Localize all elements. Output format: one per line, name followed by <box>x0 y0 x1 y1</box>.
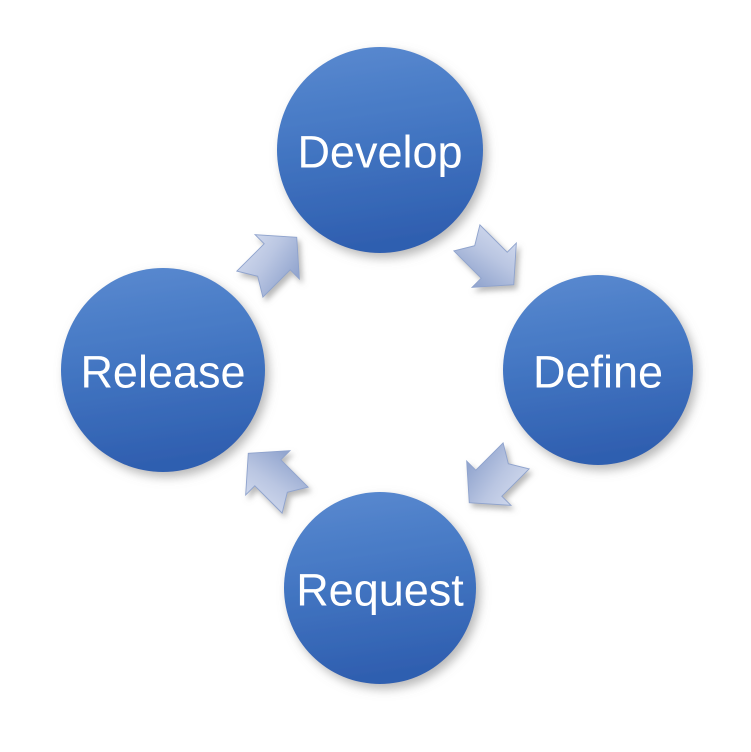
cycle-node-release[interactable]: Release <box>61 268 265 472</box>
cycle-node-release-label: Release <box>80 347 245 398</box>
arrow-down-left-icon <box>446 433 539 526</box>
arrow-define-to-request <box>446 433 539 526</box>
cycle-node-define-label: Define <box>533 347 663 398</box>
cycle-node-request-circle[interactable] <box>284 492 476 684</box>
cycle-node-develop-label: Develop <box>297 127 462 178</box>
cycle-node-request[interactable]: Request <box>284 492 476 684</box>
node-group: Develop Define Request Release <box>61 47 693 684</box>
cycle-node-request-label: Request <box>296 565 464 616</box>
arrow-develop-to-define <box>444 215 537 308</box>
cycle-node-develop[interactable]: Develop <box>277 47 483 253</box>
cycle-node-define-circle[interactable] <box>503 275 693 465</box>
arrow-release-to-develop <box>227 214 320 307</box>
arrow-up-right-icon <box>227 214 320 307</box>
arrow-up-left-icon <box>225 430 318 523</box>
arrow-request-to-release <box>225 430 318 523</box>
cycle-node-define[interactable]: Define <box>503 275 693 465</box>
arrow-down-right-icon <box>444 215 537 308</box>
arrow-group <box>225 214 539 526</box>
cycle-node-release-circle[interactable] <box>61 268 265 472</box>
cycle-node-develop-circle[interactable] <box>277 47 483 253</box>
